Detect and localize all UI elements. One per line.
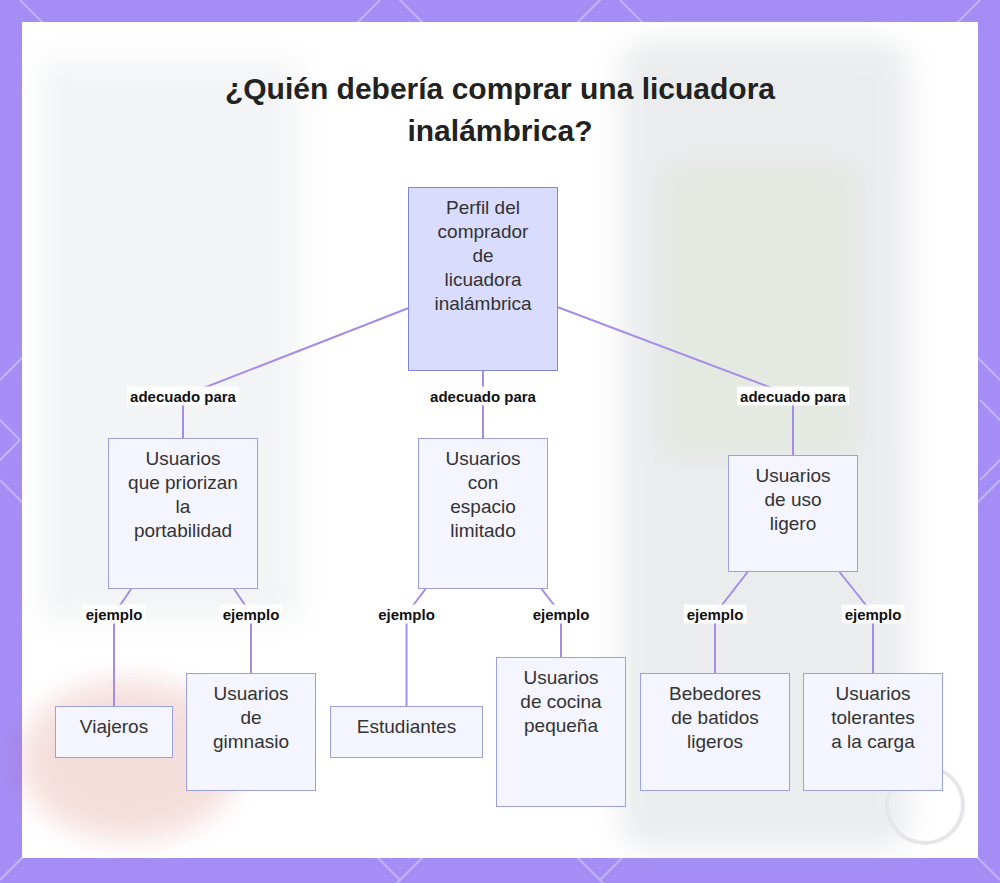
connector-line <box>183 308 408 438</box>
node-text: Usuarios de gimnasio <box>203 682 299 754</box>
edge-label: adecuado para <box>737 387 849 406</box>
category-box: Usuarios de uso ligero <box>728 455 858 572</box>
blurred-photo <box>20 40 910 850</box>
node-text: Perfil del comprador de licuadora inalám… <box>433 196 533 316</box>
node-text: Usuarios tolerantes a la carga <box>825 682 921 754</box>
node-text: Usuarios de uso ligero <box>745 464 841 536</box>
node-text: Usuarios con espacio limitado <box>433 447 533 543</box>
edge-label: ejemplo <box>375 605 438 624</box>
edge-label: ejemplo <box>220 605 283 624</box>
example-box: Viajeros <box>55 706 173 758</box>
category-box: Usuarios que priorizan la portabilidad <box>108 438 258 589</box>
edge-label: ejemplo <box>842 605 905 624</box>
example-box: Usuarios tolerantes a la carga <box>803 673 943 791</box>
node-text: Estudiantes <box>357 715 456 739</box>
panel <box>22 22 978 858</box>
example-box: Bebedores de batidos ligeros <box>640 673 790 791</box>
connector-line <box>234 589 251 673</box>
category-box: Usuarios con espacio limitado <box>418 438 548 589</box>
edge-label: ejemplo <box>83 605 146 624</box>
node-text: Viajeros <box>80 715 148 739</box>
edge-label: adecuado para <box>127 387 239 406</box>
diagram-title: ¿Quién debería comprar una licuadora ina… <box>170 68 830 152</box>
edge-label: ejemplo <box>684 605 747 624</box>
example-box: Estudiantes <box>330 706 483 758</box>
node-text: Usuarios de cocina pequeña <box>513 666 609 738</box>
connector-line <box>558 307 793 455</box>
node-text: Bebedores de batidos ligeros <box>660 682 770 754</box>
edge-label: ejemplo <box>530 605 593 624</box>
example-box: Usuarios de gimnasio <box>186 673 316 791</box>
root-box: Perfil del comprador de licuadora inalám… <box>408 187 558 371</box>
node-text: Usuarios que priorizan la portabilidad <box>128 447 238 543</box>
edge-label: adecuado para <box>427 387 539 406</box>
example-box: Usuarios de cocina pequeña <box>496 657 626 807</box>
